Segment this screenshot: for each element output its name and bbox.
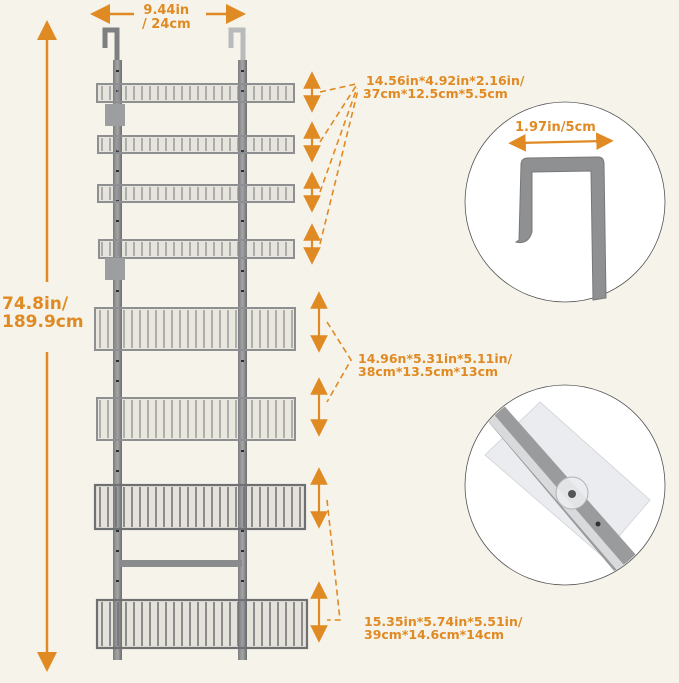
shelf-height-arrows: [303, 71, 328, 643]
large-basket-2: [95, 598, 309, 650]
height-inches: 74.8in/: [2, 294, 69, 314]
width-cm: / 24cm: [142, 16, 191, 32]
medium-basket-cm: 38cm*13.5cm*13cm: [358, 364, 499, 380]
door-hooks: [102, 27, 246, 80]
small-basket-4: [98, 239, 295, 259]
large-basket-1: [93, 483, 307, 531]
width-inches: 9.44in: [143, 3, 190, 18]
door-hook-detail: [464, 101, 666, 303]
large-basket-inches: 15.35in*5.74in*5.51in/: [364, 614, 523, 629]
height-label: 74.8in/ 189.9cm: [2, 294, 84, 332]
width-label: 9.44in / 24cm: [142, 4, 191, 31]
hook-width-label: 1.97in/5cm: [515, 120, 596, 135]
large-baskets: [93, 483, 309, 650]
medium-basket-2: [96, 397, 296, 441]
large-basket-cm: 39cm*14.6cm*14cm: [364, 627, 505, 643]
medium-baskets: [94, 307, 296, 441]
small-basket-1: [96, 83, 295, 103]
small-basket-3: [97, 184, 295, 203]
small-baskets: [96, 83, 295, 280]
large-basket-dimensions: 15.35in*5.74in*5.51in/ 39cm*14.6cm*14cm: [364, 615, 522, 641]
small-basket-2: [97, 135, 295, 154]
medium-basket-inches: 14.96n*5.31in*5.11in/: [358, 351, 513, 366]
small-basket-cm: 37cm*12.5cm*5.5cm: [363, 86, 508, 102]
adhesive-mount-detail: [464, 384, 666, 586]
height-cm: 189.9cm: [2, 311, 84, 332]
leader-lines: [319, 83, 359, 621]
medium-basket-1: [94, 307, 296, 351]
medium-basket-dimensions: 14.96n*5.31in*5.11in/ 38cm*13.5cm*13cm: [358, 352, 512, 378]
small-basket-inches: 14.56in*4.92in*2.16in/: [366, 73, 525, 88]
small-basket-dimensions: 14.56in*4.92in*2.16in/ 37cm*12.5cm*5.5cm: [363, 73, 525, 102]
